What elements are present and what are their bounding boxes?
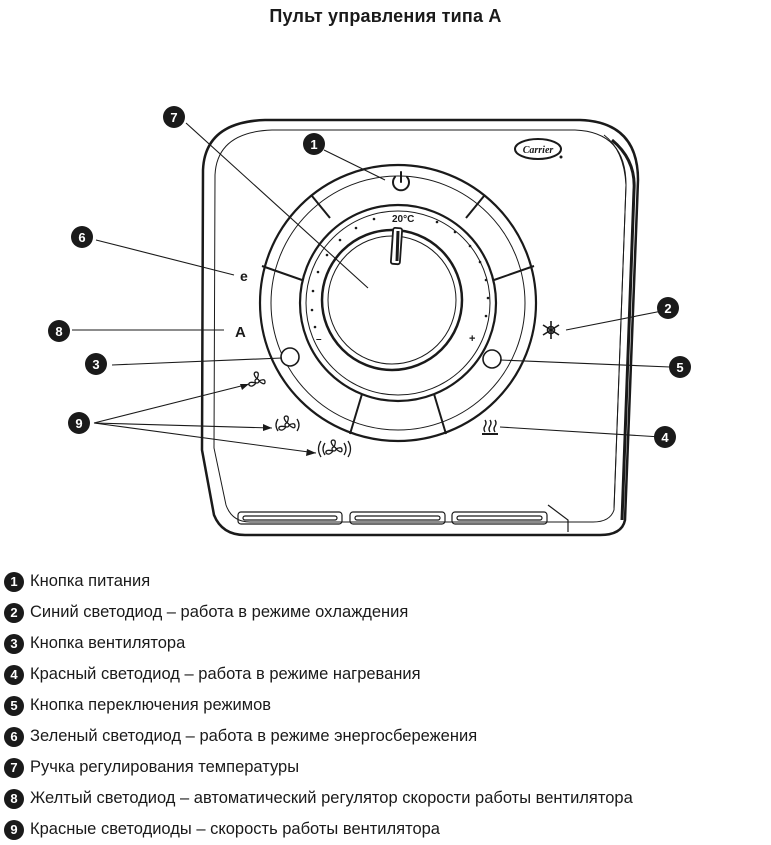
legend-text: Красный светодиод – работа в режиме нагр… xyxy=(30,665,421,683)
svg-text:Carrier: Carrier xyxy=(523,145,554,156)
svg-text:1: 1 xyxy=(310,137,317,152)
svg-text:2: 2 xyxy=(664,301,671,316)
fan-high-icon xyxy=(317,439,352,458)
temperature-label: 20°C xyxy=(392,214,414,225)
legend-text: Красные светодиоды – скорость работы вен… xyxy=(30,820,440,838)
legend-text: Кнопка переключения режимов xyxy=(30,696,272,714)
svg-text:5: 5 xyxy=(676,360,683,375)
power-icon xyxy=(392,171,410,192)
legend-number: 7 xyxy=(4,757,24,778)
power-button[interactable] xyxy=(392,171,410,192)
legend-text: Кнопка вентилятора xyxy=(30,634,186,652)
legend-item: 5 Кнопка переключения режимов xyxy=(4,690,633,721)
legend-item: 9 Красные светодиоды – скорость работы ве… xyxy=(4,814,633,845)
remote-control-diagram: 20°C – + Carrier e A xyxy=(48,106,691,537)
legend-number: 3 xyxy=(4,633,24,654)
callout-9: 9 xyxy=(68,412,90,434)
legend-number: 5 xyxy=(4,695,24,716)
page-title: Пульт управления типа А xyxy=(269,6,502,26)
legend-number: 4 xyxy=(4,664,24,685)
callout-7: 7 xyxy=(163,106,185,128)
brand-logo: Carrier xyxy=(514,138,563,160)
remote-body xyxy=(200,118,640,537)
legend-item: 1 Кнопка питания xyxy=(4,566,633,597)
svg-text:4: 4 xyxy=(661,430,669,445)
legend-number: 6 xyxy=(4,726,24,747)
callout-4: 4 xyxy=(654,426,676,448)
legend-number: 2 xyxy=(4,602,24,623)
knob-scale-dots xyxy=(310,217,490,329)
callout-3: 3 xyxy=(85,353,107,375)
legend-item: 2 Синий светодиод – работа в режиме охлаж… xyxy=(4,597,633,628)
knob-minus-label: – xyxy=(316,334,322,345)
legend-text: Желтый светодиод – автоматический регуля… xyxy=(30,789,633,807)
legend-item: 3 Кнопка вентилятора xyxy=(4,628,633,659)
heat-icon xyxy=(482,419,498,435)
fan-medium-icon xyxy=(275,415,300,432)
snowflake-icon xyxy=(542,321,560,339)
callout-8: 8 xyxy=(48,320,70,342)
legend-number: 1 xyxy=(4,571,24,592)
callout-6: 6 xyxy=(71,226,93,248)
legend-text: Ручка регулирования температуры xyxy=(30,758,300,776)
fan-button[interactable] xyxy=(280,347,300,367)
svg-text:8: 8 xyxy=(55,324,62,339)
mode-button[interactable] xyxy=(482,349,502,369)
legend-text: Кнопка питания xyxy=(30,572,151,590)
button-ring xyxy=(258,163,538,443)
legend-item: 6 Зеленый светодиод – работа в режиме эне… xyxy=(4,721,633,752)
legend-number: 8 xyxy=(4,788,24,809)
svg-text:7: 7 xyxy=(170,110,177,125)
legend-item: 7 Ручка регулирования температуры xyxy=(4,752,633,783)
leader-lines xyxy=(72,122,671,456)
legend-item: 4 Красный светодиод – работа в режиме наг… xyxy=(4,659,633,690)
auto-fan-led-label: A xyxy=(235,324,246,341)
legend-text: Синий светодиод – работа в режиме охлажд… xyxy=(30,603,409,621)
temperature-knob[interactable] xyxy=(320,226,464,372)
fan-low-icon xyxy=(248,371,266,387)
svg-text:6: 6 xyxy=(78,230,85,245)
svg-text:3: 3 xyxy=(92,357,99,372)
callout-2: 2 xyxy=(657,297,679,319)
knob-plus-label: + xyxy=(469,333,475,345)
legend-item: 8 Желтый светодиод – автоматический регул… xyxy=(4,783,633,814)
legend-text: Зеленый светодиод – работа в режиме энер… xyxy=(30,727,478,745)
callout-5: 5 xyxy=(669,356,691,378)
callout-1: 1 xyxy=(303,133,325,155)
legend-number: 9 xyxy=(4,819,24,840)
legend-list: 1 Кнопка питания 2 Синий светодиод – работ… xyxy=(4,566,633,845)
eco-led-label: e xyxy=(240,268,248,284)
svg-text:9: 9 xyxy=(75,416,82,431)
bottom-vents xyxy=(237,504,569,532)
